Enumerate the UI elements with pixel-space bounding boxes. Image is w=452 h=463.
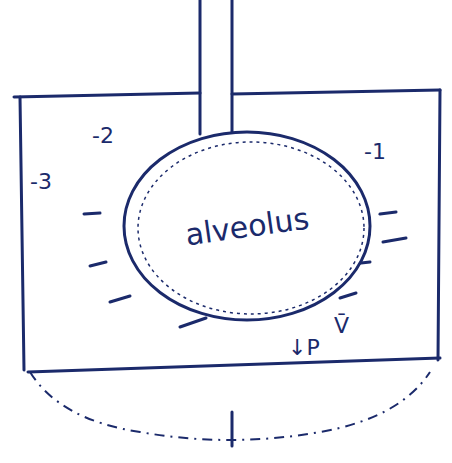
alveolus-circle: alveolus bbox=[122, 130, 372, 322]
pressure-label: ↓P bbox=[288, 336, 320, 360]
airway-tube-left bbox=[199, 0, 202, 134]
minus-mark bbox=[383, 238, 406, 242]
pressure-label: -2 bbox=[92, 124, 114, 148]
minus-mark bbox=[110, 296, 130, 302]
container-left-wall bbox=[20, 97, 24, 370]
container-bottom bbox=[28, 358, 440, 372]
minus-mark bbox=[90, 262, 106, 266]
container-top-right bbox=[232, 90, 440, 94]
airway-tube-right bbox=[231, 0, 234, 132]
diaphragm-dashed bbox=[30, 372, 430, 440]
minus-mark bbox=[340, 293, 356, 298]
pressure-label: -3 bbox=[30, 170, 52, 194]
pressure-label: V̄ bbox=[334, 314, 349, 338]
minus-mark bbox=[180, 318, 206, 327]
minus-mark bbox=[380, 212, 396, 214]
minus-mark bbox=[84, 213, 100, 214]
container-right-wall bbox=[438, 90, 440, 360]
container-top-left bbox=[14, 93, 200, 97]
pressure-label: -1 bbox=[364, 140, 386, 164]
